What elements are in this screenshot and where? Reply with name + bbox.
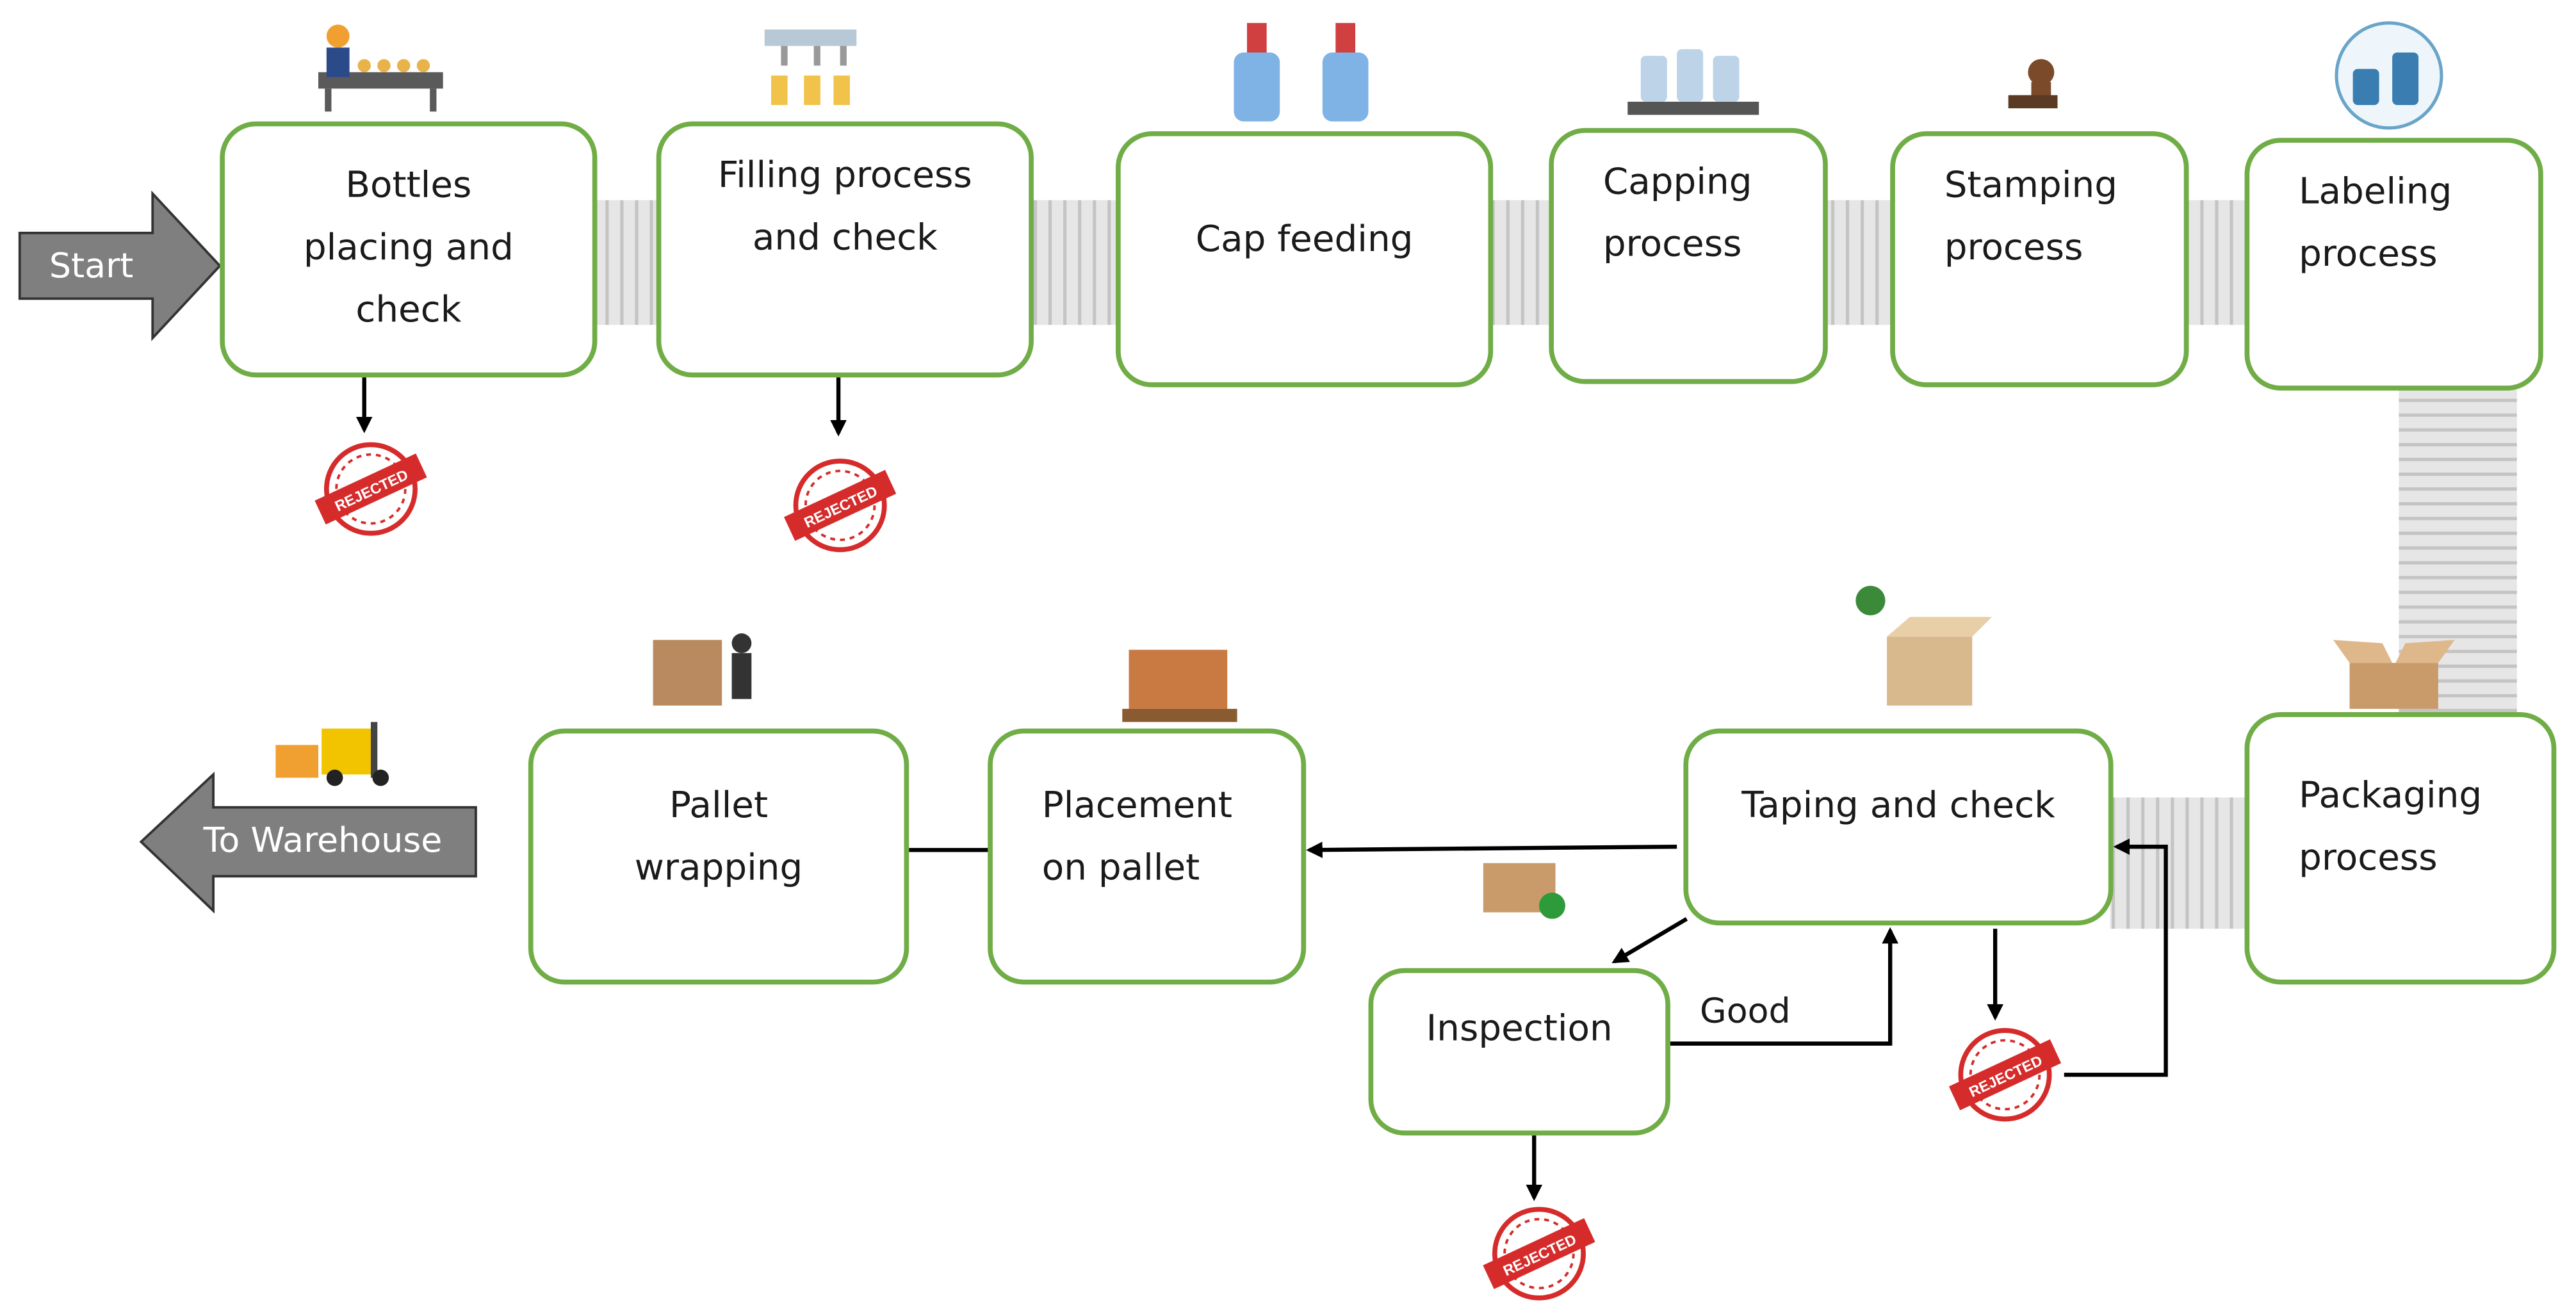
step-pallet-wrapping: Pallet wrapping <box>528 728 909 985</box>
taping-to-inspection-arrow <box>1611 917 1688 964</box>
step-stamping-process: Stamping process <box>1890 131 2189 387</box>
open-box-icon <box>2333 640 2455 709</box>
conveyor-segment <box>1488 200 1554 325</box>
worker-wrapping-icon <box>653 633 752 706</box>
start-arrow <box>18 190 222 341</box>
conveyor-segment <box>2183 200 2250 325</box>
conveyor-segment <box>1823 200 1895 325</box>
filling-nozzle-icon <box>764 29 857 105</box>
step-taping-check: Taping and check <box>1683 728 2114 926</box>
bottles-conveyor-icon <box>1627 49 1759 115</box>
rejected-stamp-icon: REJECTED <box>1948 1028 2062 1122</box>
checked-box-icon <box>1483 863 1565 919</box>
step-labeling-process: Labeling process <box>2244 138 2543 391</box>
conveyor-segment <box>1029 200 1121 325</box>
good-label: Good <box>1700 991 1791 1031</box>
to-warehouse-arrow <box>139 771 477 914</box>
step-capping-process: Capping process <box>1549 127 1828 384</box>
connector-arrows <box>355 377 2168 1201</box>
good-return-arrow <box>1670 927 1899 1046</box>
start-label: Start <box>49 246 134 286</box>
rejected-stamp-icon: REJECTED <box>784 459 897 553</box>
conveyor-segment <box>2110 797 2251 929</box>
taping-to-placement-arrow <box>1306 841 1677 858</box>
tape-box-icon <box>1855 585 1993 706</box>
worker-conveyor-icon <box>318 24 443 112</box>
labeled-bottles-icon <box>2335 21 2443 130</box>
rejected-stamp-icon: REJECTED <box>1483 1206 1595 1301</box>
rejected-stamp-icon: REJECTED <box>314 442 427 536</box>
step-packaging-process: Packaging process <box>2244 712 2557 985</box>
to-warehouse-label: To Warehouse <box>203 820 443 860</box>
step-cap-feeding: Cap feeding <box>1116 131 1494 387</box>
step-inspection: Inspection <box>1368 968 1670 1136</box>
step-bottles-placing: Bottles placing and check <box>220 121 598 378</box>
reject-return-arrow <box>2064 838 2168 1077</box>
pallet-boxes-icon <box>1122 649 1237 722</box>
stamp-icon <box>2008 59 2058 109</box>
spray-bottle-icon <box>1234 22 1369 122</box>
forklift-icon <box>275 722 389 786</box>
step-placement-pallet: Placement on pallet <box>988 728 1307 985</box>
step-filling-process: Filling process and check <box>656 121 1034 378</box>
conveyor-segment <box>591 200 663 325</box>
conveyor-belts <box>591 200 2517 929</box>
